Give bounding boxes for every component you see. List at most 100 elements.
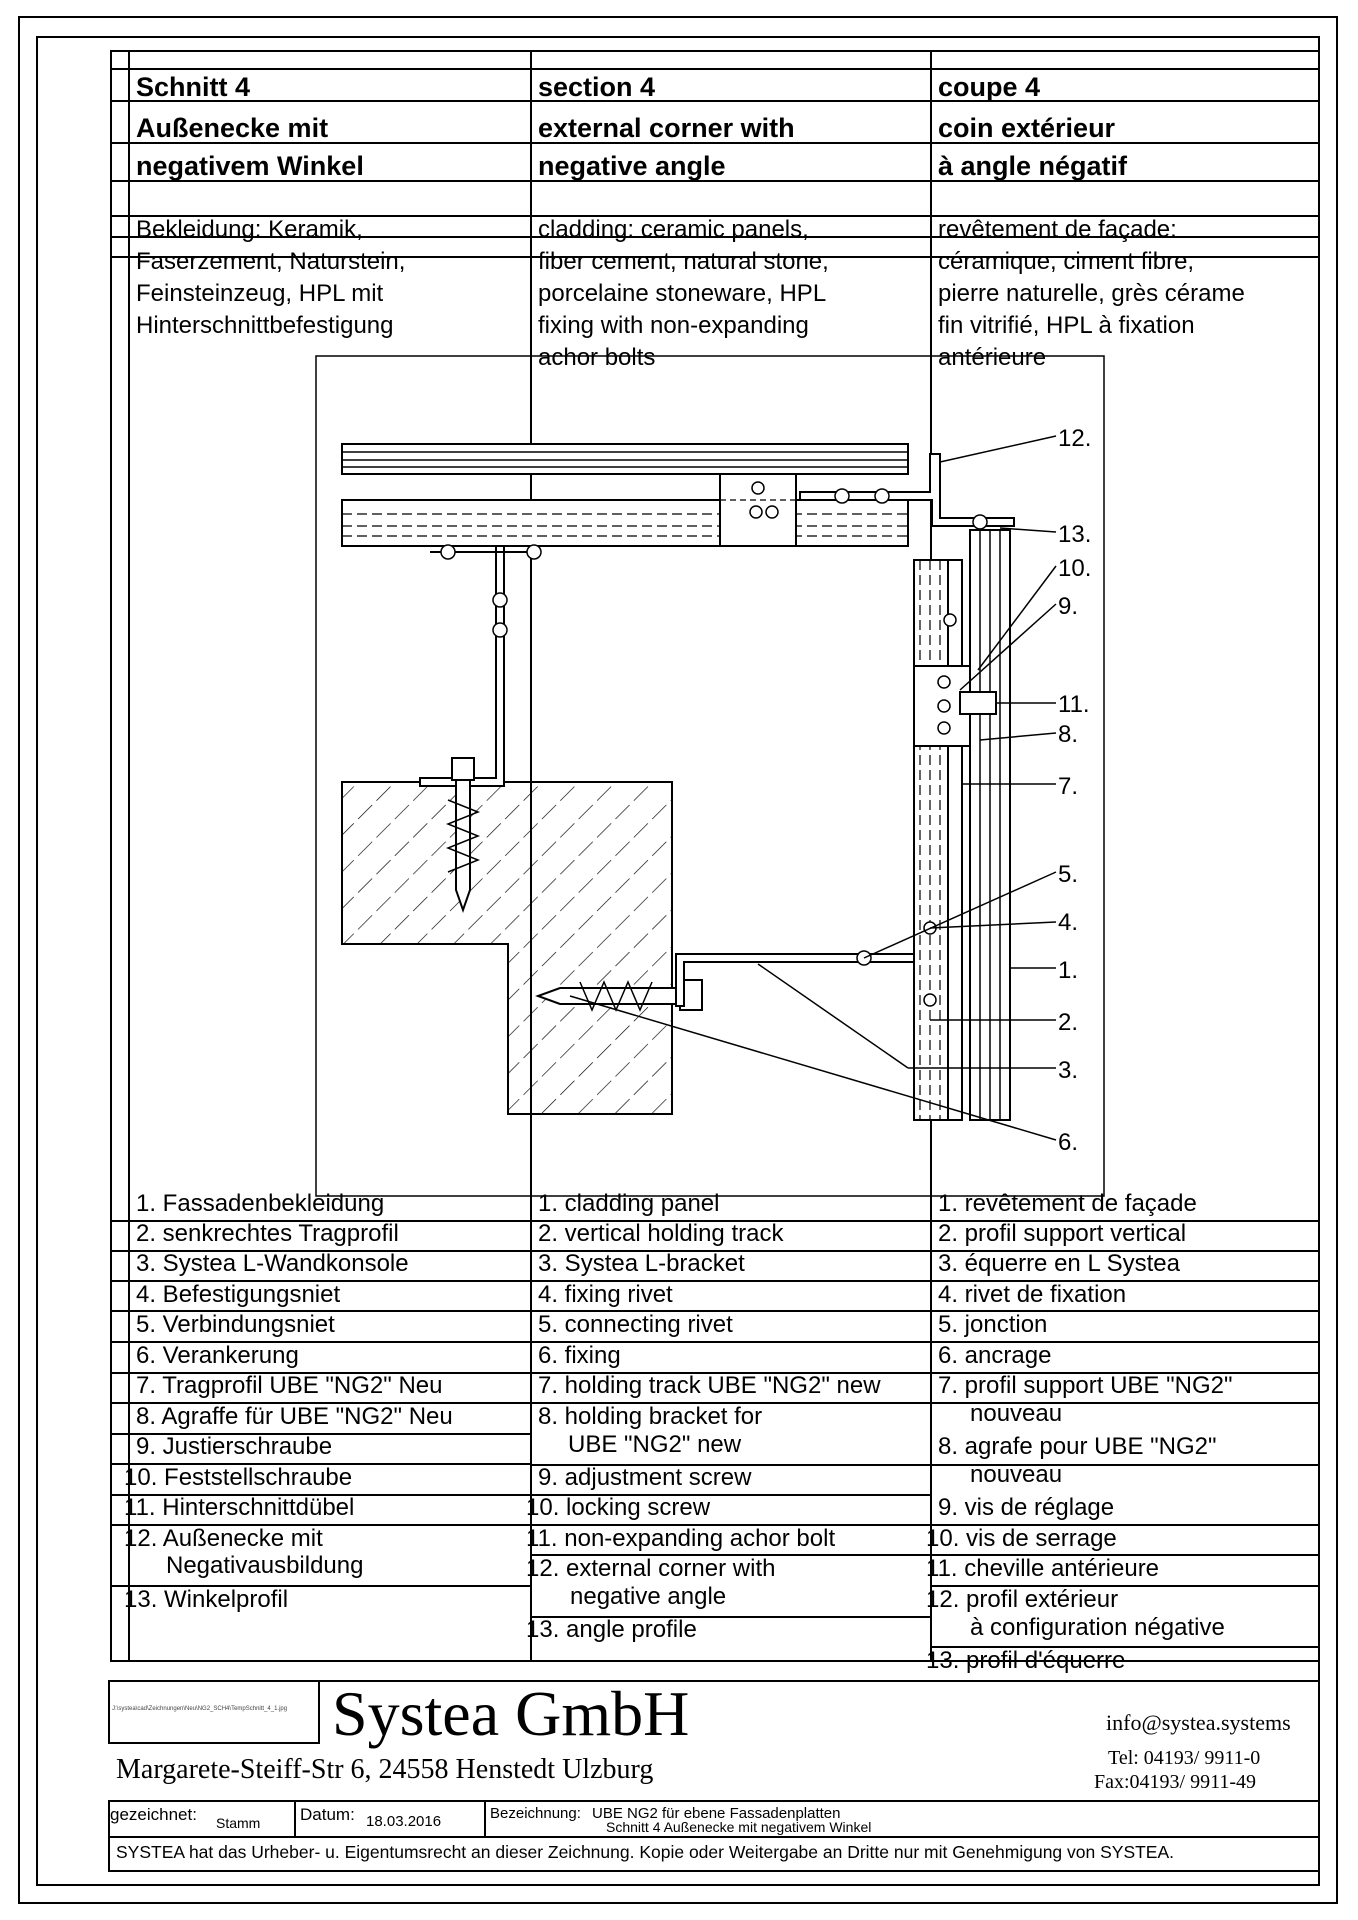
undercut-anchor — [959, 691, 997, 715]
legend-fr-item: 8. agrafe pour UBE "NG2" — [938, 1433, 1217, 1460]
legend-fr-item: 11. cheville antérieure — [926, 1555, 1160, 1582]
cladding-de-4: Hinterschnittbefestigung — [136, 312, 394, 339]
legend-de-item: 10. Feststellschraube — [124, 1464, 353, 1491]
legend-en-item: 8. holding bracket for — [538, 1403, 763, 1430]
description-line-1: UBE NG2 für ebene Fassadenplatten — [592, 1805, 841, 1822]
legend-fr-item: 5. jonction — [938, 1311, 1048, 1338]
legend-de-item: 2. senkrechtes Tragprofil — [136, 1220, 399, 1247]
legend-de-item: 13. Winkelprofil — [124, 1586, 289, 1613]
callout-2: 2. — [1058, 1009, 1078, 1036]
legend-de-item: Negativausbildung — [166, 1552, 364, 1579]
cladding-fr-3: pierre naturelle, grès cérame — [938, 280, 1245, 307]
legend-de-item: 5. Verbindungsniet — [136, 1311, 335, 1338]
title-fr: coupe 4 — [938, 72, 1041, 102]
cladding-en-5: achor bolts — [538, 344, 656, 371]
company-tel: Tel: 04193/ 9911-0 — [1108, 1747, 1261, 1769]
cladding-en-1: cladding: ceramic panels, — [538, 216, 809, 243]
legend-en-item: negative angle — [570, 1583, 727, 1610]
company-fax: Fax:04193/ 9911-49 — [1094, 1771, 1257, 1793]
legend-en-item: 3. Systea L-bracket — [538, 1250, 745, 1277]
top-cladding-panel — [341, 443, 909, 475]
callout-13: 13. — [1058, 521, 1091, 548]
legend-de-item: 9. Justierschraube — [136, 1433, 333, 1460]
legend-en-item: 1. cladding panel — [538, 1190, 720, 1217]
legend-en-item: 12. external corner with — [526, 1555, 776, 1582]
outer-frame — [18, 16, 1338, 1904]
drawn-by-label: gezeichnet: — [110, 1805, 197, 1824]
legend-de-item: 8. Agraffe für UBE "NG2" Neu — [136, 1403, 453, 1430]
callout-7: 7. — [1058, 773, 1078, 800]
legend-en-item: 2. vertical holding track — [538, 1220, 784, 1247]
legend-de-item: 4. Befestigungsniet — [136, 1281, 341, 1308]
l-bracket-top — [419, 545, 505, 787]
title-de: Schnitt 4 — [136, 72, 251, 102]
cladding-en-4: fixing with non-expanding — [538, 312, 809, 339]
date-label: Datum: — [300, 1805, 355, 1824]
l-bracket-bottom — [675, 953, 915, 1007]
legend-fr-item: 12. profil extérieur — [926, 1586, 1119, 1613]
legend-en-item: 13. angle profile — [526, 1616, 697, 1643]
concrete-wall — [341, 781, 673, 1115]
callout-9: 9. — [1058, 593, 1078, 620]
title-en: section 4 — [538, 72, 656, 102]
cladding-fr-4: fin vitrifié, HPL à fixation — [938, 312, 1195, 339]
subtitle-en-2: negative angle — [538, 151, 726, 181]
legend-fr-item: 3. équerre en L Systea — [938, 1250, 1180, 1277]
cladding-de-2: Faserzement, Naturstein, — [136, 248, 406, 275]
legend-fr-item: 6. ancrage — [938, 1342, 1052, 1369]
legend-en-item: 4. fixing rivet — [538, 1281, 673, 1308]
legend-fr-item: 2. profil support vertical — [938, 1220, 1187, 1247]
cladding-en-2: fiber cement, natural stone, — [538, 248, 829, 275]
description-label: Bezeichnung: — [490, 1805, 581, 1822]
legend-fr-item: 10. vis de serrage — [926, 1525, 1117, 1552]
top-holding-track — [341, 499, 909, 547]
drawing-border — [315, 355, 1105, 1197]
legend-fr-item: 1. revêtement de façade — [938, 1190, 1197, 1217]
legend-de-item: 1. Fassadenbekleidung — [136, 1190, 385, 1217]
copyright-notice: SYSTEA hat das Urheber- u. Eigentumsrech… — [116, 1842, 1175, 1862]
cladding-fr-5: antérieure — [938, 344, 1047, 371]
file-path: J:\systea\cad\Zeichnungen\Neu\NG2_SCH4\T… — [112, 1706, 288, 1712]
legend-de-item: 7. Tragprofil UBE "NG2" Neu — [136, 1372, 443, 1399]
callout-8: 8. — [1058, 721, 1078, 748]
legend-de-item: 12. Außenecke mit — [124, 1525, 323, 1552]
callout-4: 4. — [1058, 909, 1078, 936]
callout-11: 11. — [1058, 691, 1090, 718]
subtitle-fr-1: coin extérieur — [938, 113, 1116, 143]
legend-en-item: 9. adjustment screw — [538, 1464, 752, 1491]
callout-5: 5. — [1058, 861, 1078, 888]
right-cladding-panel — [969, 529, 1011, 1121]
legend-fr-item: nouveau — [970, 1400, 1063, 1427]
callout-3: 3. — [1058, 1057, 1078, 1084]
callout-12: 12. — [1058, 425, 1091, 452]
company-name: Systea GmbH — [332, 1678, 690, 1749]
cladding-en-3: porcelaine stoneware, HPL — [538, 280, 827, 307]
leader-lines — [569, 435, 1057, 1141]
ube-track — [947, 559, 963, 1121]
date-value: 18.03.2016 — [366, 1813, 442, 1830]
cladding-fr-2: céramique, ciment fibre, — [938, 248, 1195, 275]
legend-en-item: 6. fixing — [538, 1342, 621, 1369]
legend-en-item: 10. locking screw — [526, 1494, 711, 1521]
legend-en-item: 11. non-expanding achor bolt — [526, 1525, 836, 1552]
callout-numbers: 12. 13. 10. 9. 11. 8. 7. 5. 4. 1. 2. 3. … — [1058, 425, 1091, 1156]
company-address: Margarete-Steiff-Str 6, 24558 Henstedt U… — [116, 1754, 654, 1785]
cladding-de-1: Bekleidung: Keramik, — [136, 216, 363, 243]
cladding-fr-1: revêtement de façade: — [938, 216, 1177, 243]
company-email: info@systea.systems — [1106, 1710, 1291, 1735]
legend-de-item: 3. Systea L-Wandkonsole — [136, 1250, 409, 1277]
legend-en-item: 5. connecting rivet — [538, 1311, 733, 1338]
callout-10: 10. — [1058, 555, 1091, 582]
drawn-by-value: Stamm — [216, 1815, 261, 1831]
legend-de-item: 11. Hinterschnittdübel — [124, 1494, 355, 1521]
legend-en-item: UBE "NG2" new — [568, 1431, 742, 1458]
subtitle-de-2: negativem Winkel — [136, 151, 364, 181]
callout-6: 6. — [1058, 1129, 1078, 1156]
cladding-de-3: Feinsteinzeug, HPL mit — [136, 280, 384, 307]
callout-1: 1. — [1058, 957, 1078, 984]
legend-fr-item: nouveau — [970, 1461, 1063, 1488]
anchor-top — [445, 757, 481, 914]
subtitle-fr-2: à angle négatif — [938, 151, 1128, 181]
legend-fr-item: à configuration négative — [970, 1614, 1225, 1641]
